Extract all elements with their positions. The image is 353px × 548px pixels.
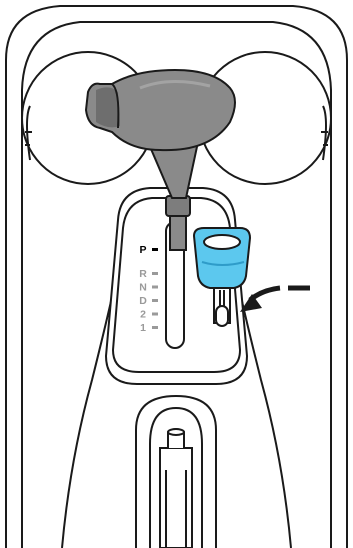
gear-label-n: N [139,282,147,294]
gear-label-r: R [139,268,147,280]
gear-label-2: 2 [140,309,146,321]
gear-tick-d [152,299,158,302]
gear-label-1: 1 [140,322,146,334]
gear-tick-r [152,272,158,275]
gear-tick-1 [152,326,158,329]
gear-label-p: P [139,244,146,256]
lower-console-column [136,396,216,548]
insert-arrow-icon [240,288,310,312]
gear-label-d: D [139,295,147,307]
gear-tick-p [152,248,158,251]
gear-tick-2 [152,313,158,316]
gear-tick-n [152,286,158,289]
